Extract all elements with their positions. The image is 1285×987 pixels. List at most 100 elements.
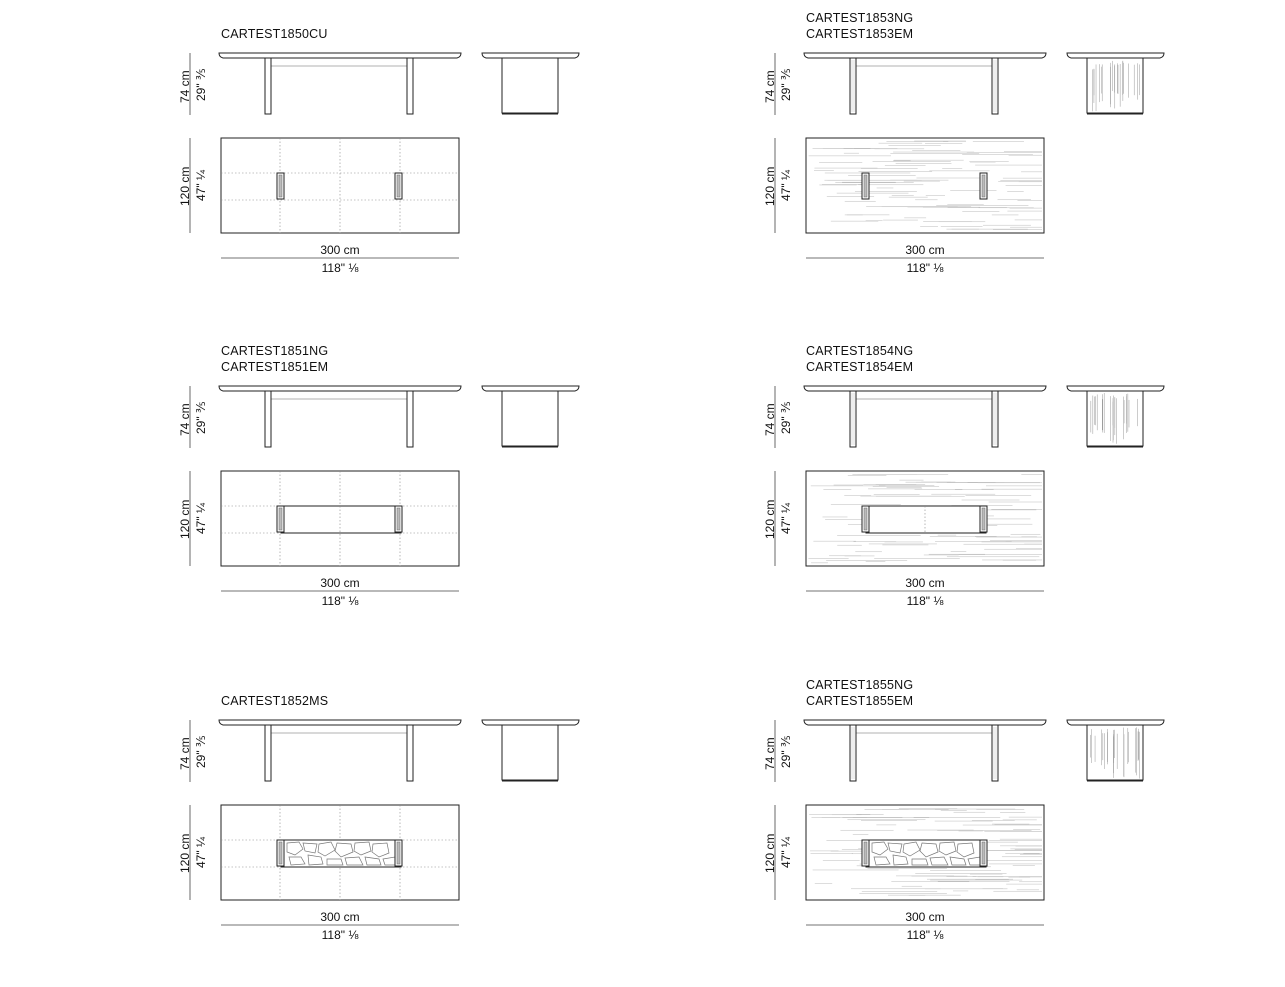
mosaic-stone	[317, 841, 336, 857]
leg-left	[264, 724, 272, 782]
height-cm-label: 74 cm	[178, 403, 192, 436]
front-elevation	[218, 719, 462, 782]
table-drawing	[774, 385, 1165, 592]
leg-right	[406, 390, 414, 448]
side-top-edge	[1066, 719, 1165, 726]
mosaic-stone	[371, 842, 390, 858]
side-pedestal	[501, 390, 559, 447]
mosaic-stone	[344, 856, 364, 866]
plan-outline	[220, 804, 460, 901]
height-in-label: 29" ⅗	[194, 401, 208, 434]
length-in-label: 118" ⅛	[906, 261, 944, 275]
leg-footprint-inner	[396, 174, 401, 198]
tabletop-edge	[803, 385, 1047, 392]
table-drawing	[774, 52, 1165, 259]
length-cm-label: 300 cm	[320, 576, 360, 590]
leg-footprint-inner	[981, 841, 986, 865]
mosaic-stone	[919, 842, 939, 858]
leg-right	[991, 724, 999, 782]
side-top-edge	[1066, 52, 1165, 59]
mosaic-stone	[364, 856, 382, 866]
tabletop-edge	[803, 719, 1047, 726]
mosaic-stone	[334, 842, 354, 858]
mosaic-stone	[871, 841, 889, 856]
mosaic-stone	[902, 841, 921, 857]
leg-footprint-inner	[981, 507, 986, 531]
mosaic-stone	[892, 854, 909, 866]
front-elevation	[218, 52, 462, 115]
side-top-edge	[1066, 385, 1165, 392]
side-top-edge	[481, 385, 580, 392]
height-in-label: 29" ⅗	[779, 735, 793, 768]
model-code: CARTEST1851NG	[221, 344, 329, 358]
depth-cm-label: 120 cm	[178, 833, 192, 873]
front-elevation	[218, 385, 462, 448]
center-beam	[865, 505, 987, 534]
leg-right	[406, 724, 414, 782]
center-beam	[280, 505, 402, 534]
depth-in-label: 47" ¼	[779, 503, 793, 534]
length-cm-label: 300 cm	[320, 910, 360, 924]
side-top-edge	[481, 52, 580, 59]
leg-footprint-inner	[396, 507, 401, 531]
height-cm-label: 74 cm	[763, 70, 777, 103]
side-pedestal	[501, 724, 559, 781]
depth-cm-label: 120 cm	[763, 166, 777, 206]
height-in-label: 29" ⅗	[779, 68, 793, 101]
leg-footprint-inner	[863, 507, 868, 531]
plan-outline	[220, 137, 460, 234]
table-drawing	[189, 385, 580, 592]
leg-right	[406, 57, 414, 115]
length-cm-label: 300 cm	[905, 243, 945, 257]
side-elevation	[481, 385, 580, 448]
leg-footprint-inner	[863, 174, 868, 198]
center-beam	[280, 839, 402, 868]
mosaic-stone	[911, 858, 929, 866]
side-elevation	[481, 719, 580, 782]
front-elevation	[803, 719, 1047, 782]
table-drawing	[774, 719, 1165, 926]
plan-view	[220, 804, 460, 901]
model-code: CARTEST1852MS	[221, 694, 329, 708]
leg-footprint-inner	[278, 507, 283, 531]
side-elevation	[1066, 52, 1165, 115]
table-drawing	[189, 52, 580, 259]
model-code: CARTEST1853NG	[806, 11, 914, 25]
model-code: CARTEST1853EM	[806, 27, 914, 41]
mosaic-stone	[887, 842, 903, 854]
length-cm-label: 300 cm	[905, 576, 945, 590]
mosaic-stone	[956, 842, 975, 858]
side-top-edge	[481, 719, 580, 726]
depth-in-label: 47" ¼	[194, 837, 208, 868]
leg-footprint-inner	[396, 841, 401, 865]
table-drawing	[189, 719, 580, 926]
plan-view	[220, 470, 460, 567]
model-code: CARTEST1850CU	[221, 27, 328, 41]
depth-cm-label: 120 cm	[763, 833, 777, 873]
leg-left	[264, 57, 272, 115]
front-elevation	[803, 52, 1047, 115]
leg-footprint-inner	[981, 174, 986, 198]
leg-left	[849, 390, 857, 448]
leg-left	[849, 724, 857, 782]
leg-footprint-inner	[863, 841, 868, 865]
leg-footprint-inner	[278, 174, 283, 198]
length-in-label: 118" ⅛	[321, 594, 359, 608]
height-in-label: 29" ⅗	[194, 735, 208, 768]
mosaic-stone	[949, 856, 967, 866]
height-cm-label: 74 cm	[178, 737, 192, 770]
model-code: CARTEST1854EM	[806, 360, 914, 374]
mosaic-stone	[286, 841, 304, 856]
leg-footprint-inner	[278, 841, 283, 865]
depth-cm-label: 120 cm	[763, 499, 777, 539]
height-in-label: 29" ⅗	[779, 401, 793, 434]
depth-in-label: 47" ¼	[779, 170, 793, 201]
side-elevation	[1066, 385, 1165, 448]
height-cm-label: 74 cm	[763, 403, 777, 436]
height-cm-label: 74 cm	[763, 737, 777, 770]
